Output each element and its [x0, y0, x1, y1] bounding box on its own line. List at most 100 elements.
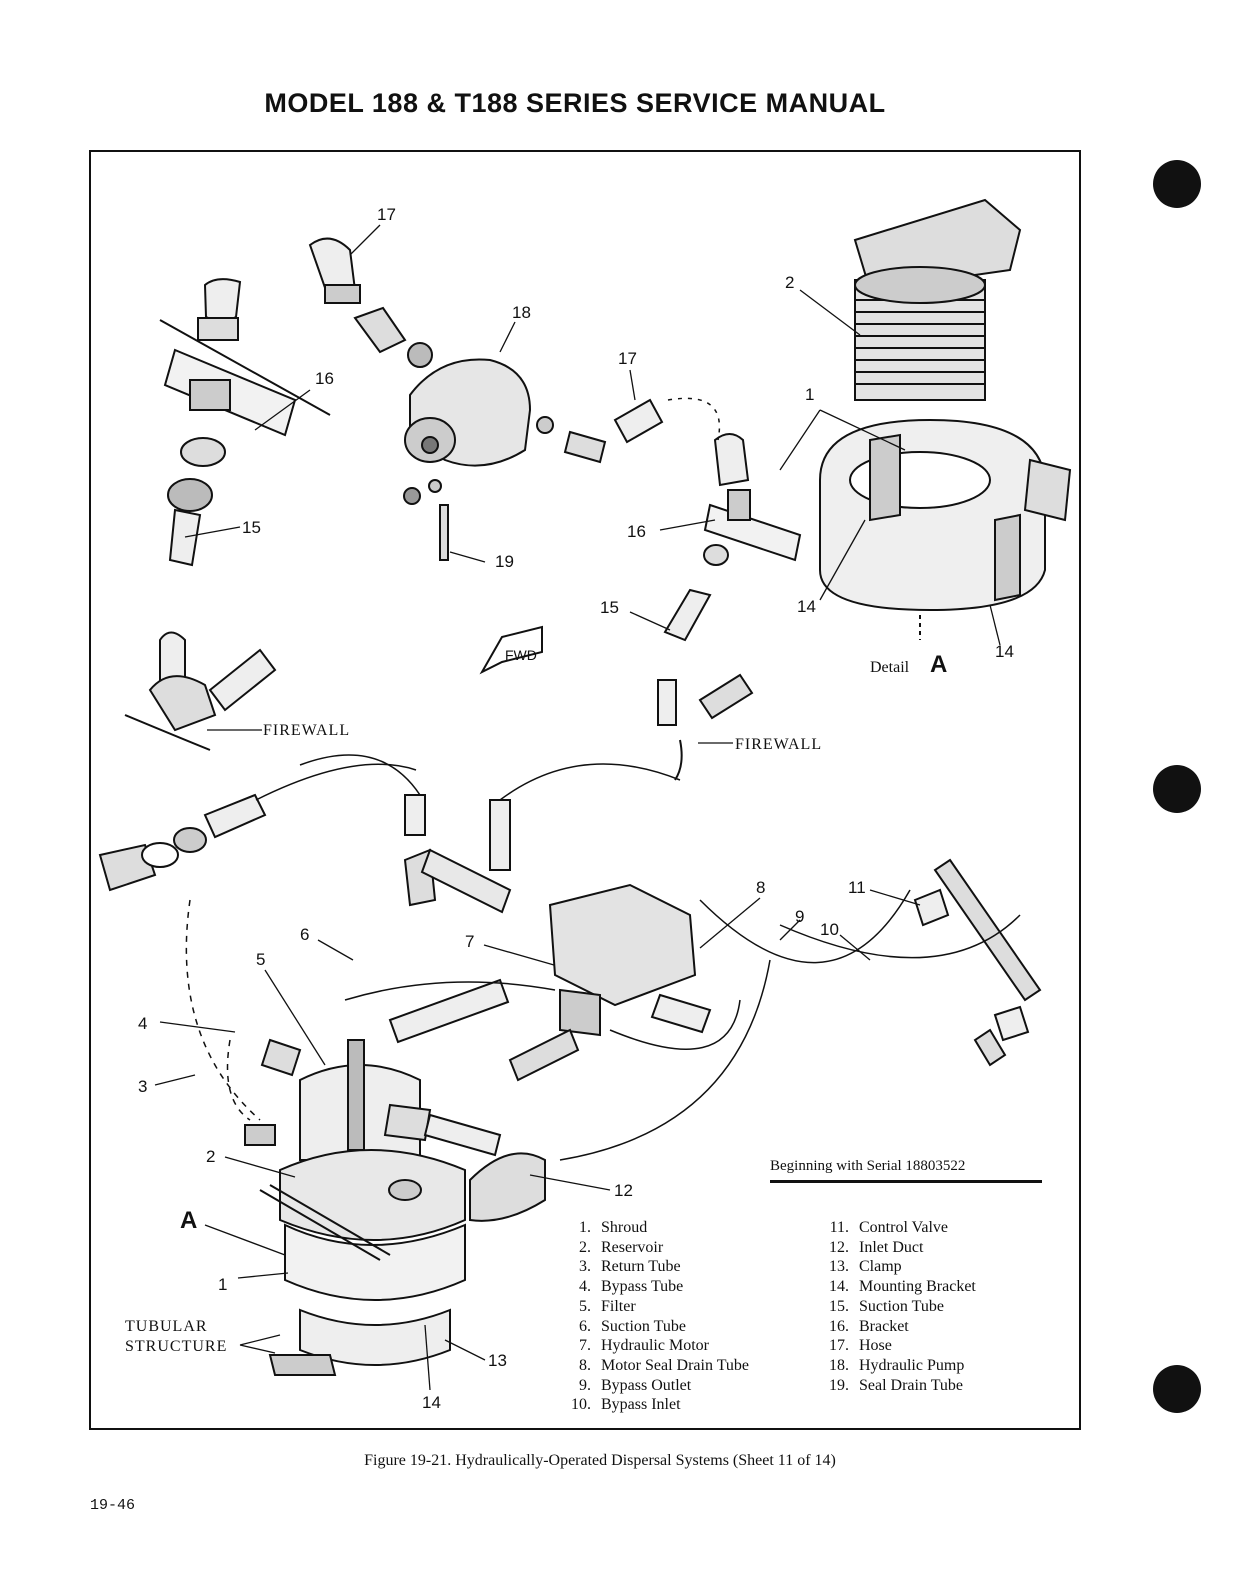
tubular-structure-label-line1: TUBULAR [125, 1318, 208, 1335]
legend-item-number: 7. [579, 1337, 591, 1355]
callout-1-shroud: 1 [805, 385, 814, 404]
figure-caption: Figure 19-21. Hydraulically-Operated Dis… [364, 1452, 836, 1469]
legend-item-number: 17. [829, 1337, 849, 1355]
legend-item-number: 16. [829, 1317, 849, 1335]
page-number: 19-46 [90, 1497, 136, 1514]
punch-hole-top [1153, 160, 1201, 208]
legend-item: 11. Control Valve [812, 1218, 976, 1238]
punch-hole-middle [1153, 765, 1201, 813]
fitting-group-upper-left [159, 278, 331, 567]
legend-item: 5.Filter [555, 1297, 749, 1317]
legend-item: 13. Clamp [812, 1257, 976, 1277]
callout-14-lower: 14 [422, 1393, 441, 1412]
legend-item-name: Hydraulic Motor [601, 1337, 709, 1355]
callout-8: 8 [756, 878, 765, 897]
tubular-structure-label-line2: STRUCTURE [125, 1338, 227, 1355]
legend-item: 16.Bracket [812, 1317, 976, 1337]
legend-item-name: Inlet Duct [859, 1238, 924, 1256]
legend-item-name: Suction Tube [859, 1297, 944, 1315]
legend-item: 10. Bypass Inlet [555, 1395, 749, 1415]
serial-note: Beginning with Serial 18803522 [770, 1158, 966, 1174]
figure-frame [89, 150, 1081, 1430]
tubes [185, 397, 1021, 1161]
legend-item: 15. Suction Tube [812, 1297, 976, 1317]
firewall-label-left: FIREWALL [263, 722, 350, 739]
fwd-label: FWD [505, 647, 537, 663]
callout-14-detail-left: 14 [797, 597, 816, 616]
legend-item-name: Clamp [859, 1258, 902, 1276]
callout-2-lower: 2 [206, 1147, 215, 1166]
callout-6: 6 [300, 925, 309, 944]
legend-item-number: 2. [579, 1238, 591, 1256]
hose-bracket-group [613, 398, 802, 642]
legend-item: 12. Inlet Duct [812, 1238, 976, 1258]
legend-item-number: 10. [571, 1396, 591, 1414]
legend-item-number: 11. [829, 1219, 849, 1236]
legend-item-name: Control Valve [859, 1219, 949, 1236]
legend-item-name: Reservoir [601, 1238, 664, 1256]
legend-item-name: Bypass Inlet [601, 1396, 681, 1414]
legend-item-number: 8. [579, 1356, 591, 1374]
legend-item-number: 18. [829, 1356, 849, 1374]
legend-item-name: Hydraulic Pump [859, 1356, 965, 1374]
legend-item-name: Seal Drain Tube [859, 1376, 963, 1394]
legend-item-number: 15. [829, 1297, 849, 1315]
serial-underline [770, 1180, 1042, 1183]
detail-a-reservoir-clamp [819, 198, 1072, 640]
legend-item: 19. Seal Drain Tube [812, 1376, 976, 1396]
detail-label: Detail [870, 659, 910, 676]
legend-item-number: 6. [579, 1317, 591, 1335]
callout-17-middle: 17 [618, 349, 637, 368]
callout-2-reservoir: 2 [785, 273, 794, 292]
legend-item-number: 9. [579, 1376, 591, 1394]
legend-item-number: 19. [829, 1376, 849, 1394]
callout-a: A [180, 1207, 197, 1234]
callout-4: 4 [138, 1014, 147, 1033]
legend-item: 3. Return Tube [555, 1257, 749, 1277]
legend-item-number: 1. [579, 1219, 591, 1236]
hydraulic-pump [308, 237, 607, 561]
callout-13: 13 [488, 1351, 507, 1370]
callout-7: 7 [465, 932, 474, 951]
callout-19: 19 [495, 552, 514, 571]
legend-item-number: 3. [579, 1258, 591, 1276]
legend-item-number: 12. [829, 1238, 849, 1256]
legend-item-name: Motor Seal Drain Tube [601, 1356, 749, 1374]
firewall-label-right: FIREWALL [735, 736, 822, 753]
legend-item: 4. Bypass Tube [555, 1277, 749, 1297]
legend-item: 17. Hose [812, 1336, 976, 1356]
leader-lines [154, 224, 1001, 1391]
callout-16-left: 16 [315, 369, 334, 388]
callout-3: 3 [138, 1077, 147, 1096]
parts-legend-right: 11. Control Valve 12. Inlet Duct 13. Clamp 14.… [812, 1218, 976, 1395]
legend-item: 8. Motor Seal Drain Tube [555, 1356, 749, 1376]
legend-item-name: Bypass Outlet [601, 1376, 692, 1394]
legend-item-name: Return Tube [601, 1258, 681, 1276]
legend-item-name: Bypass Tube [601, 1278, 684, 1296]
lower-assembly [98, 793, 1042, 1376]
callout-5: 5 [256, 950, 265, 969]
legend-item-number: 13. [829, 1258, 849, 1276]
legend-item-name: Hose [859, 1337, 892, 1355]
legend-item-number: 4. [579, 1278, 591, 1296]
callout-10: 10 [820, 920, 839, 939]
legend-item: 2. Reservoir [555, 1238, 749, 1258]
callout-15-left: 15 [242, 518, 261, 537]
firewall-fitting-center [657, 673, 754, 781]
legend-item-name: Suction Tube [601, 1317, 686, 1335]
legend-item: 9. Bypass Outlet [555, 1376, 749, 1396]
legend-item: 18. Hydraulic Pump [812, 1356, 976, 1376]
legend-item-number: 5. [579, 1297, 591, 1315]
callout-18: 18 [512, 303, 531, 322]
forward-arrow: FWD [479, 625, 543, 675]
callout-numbers: 17 18 17 2 16 1 16 15 19 15 14 14 8 11 9… [138, 205, 1014, 1412]
legend-item-number: 14. [829, 1278, 849, 1296]
page-title: MODEL 188 & T188 SERIES SERVICE MANUAL [264, 88, 886, 118]
punch-hole-bottom [1153, 1365, 1201, 1413]
callout-12: 12 [614, 1181, 633, 1200]
callout-15-right: 15 [600, 598, 619, 617]
legend-item: 1.Shroud [555, 1218, 749, 1238]
detail-letter: A [930, 651, 947, 678]
